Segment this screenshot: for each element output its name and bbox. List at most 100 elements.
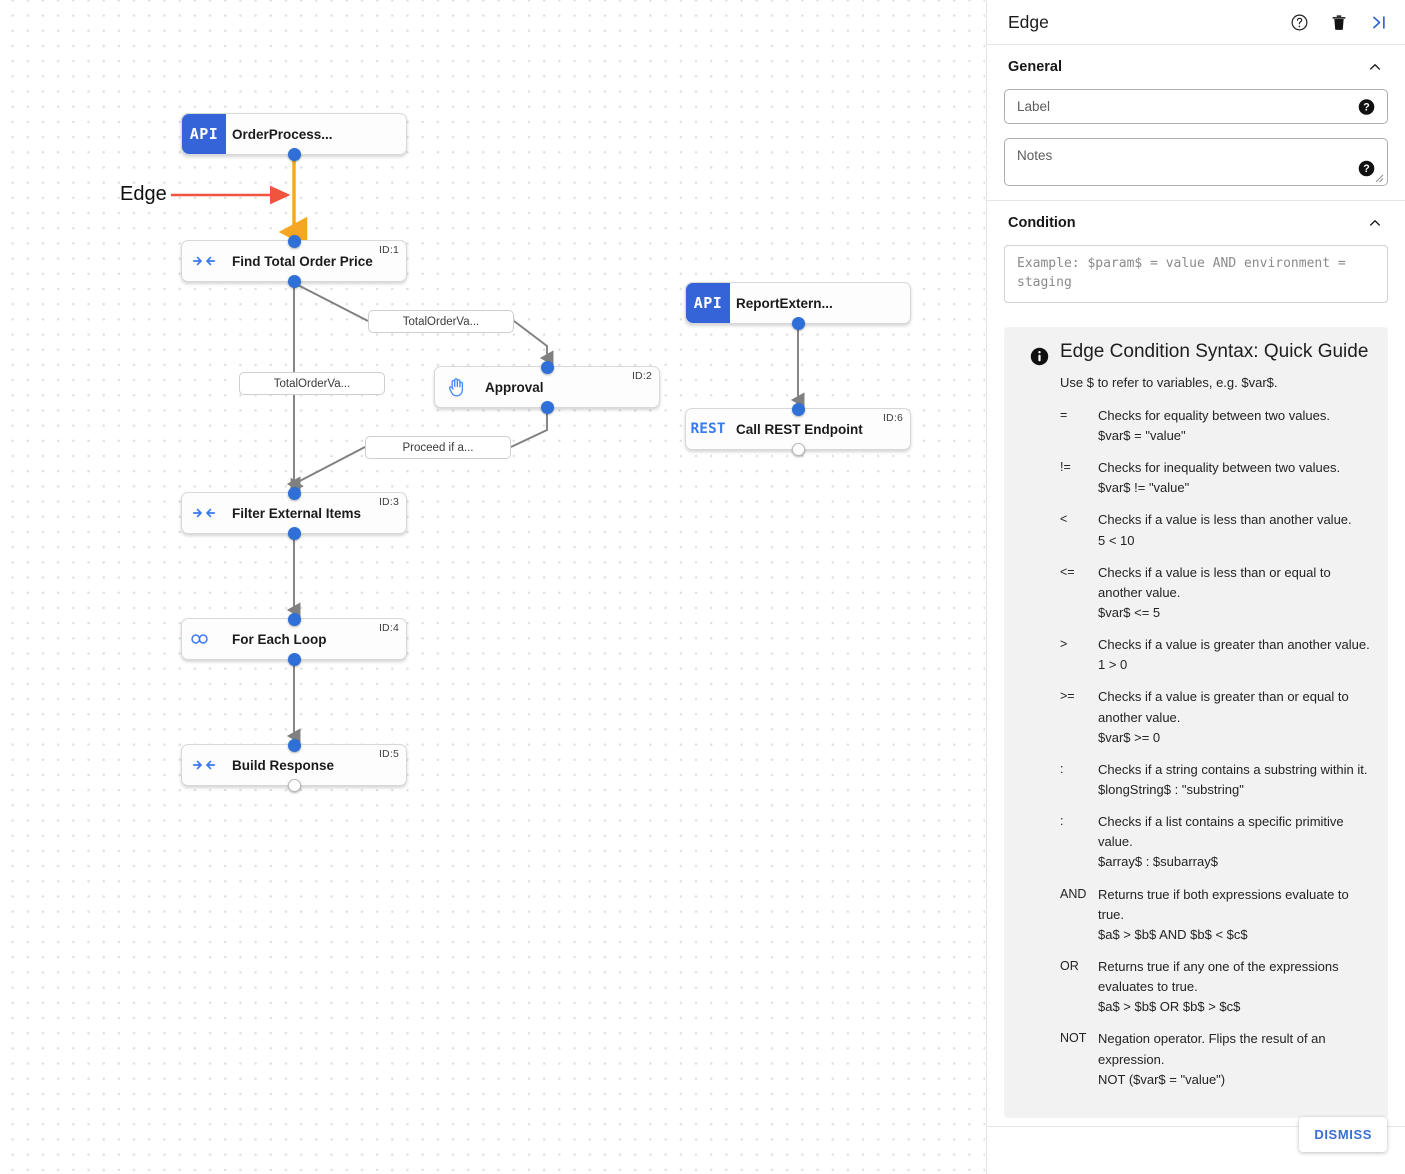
- operator-description: Returns true if both expressions evaluat…: [1098, 885, 1370, 945]
- edge-label-total-order-value-1[interactable]: TotalOrderVa...: [368, 310, 514, 333]
- operator-example: NOT ($var$ = "value"): [1098, 1071, 1226, 1087]
- node-port-top[interactable]: [540, 360, 554, 374]
- node-title: Approval: [485, 379, 544, 395]
- operator-symbol: NOT: [1060, 1031, 1087, 1046]
- node-port-bottom[interactable]: [791, 316, 805, 330]
- node-port-top[interactable]: [287, 738, 301, 752]
- node-port-top[interactable]: [287, 234, 301, 248]
- node-port-bottom[interactable]: [791, 442, 805, 456]
- node-id-label: ID:1: [378, 244, 399, 256]
- operator-example: $var$ != "value": [1098, 480, 1190, 496]
- section-general-header[interactable]: General: [1004, 45, 1388, 89]
- operator-symbol: >=: [1060, 689, 1075, 704]
- section-condition-title: Condition: [1008, 215, 1076, 231]
- operator-symbol: !=: [1060, 460, 1071, 475]
- operator-description: Negation operator. Flips the result of a…: [1098, 1029, 1370, 1089]
- dismiss-button[interactable]: DISMISS: [1299, 1117, 1387, 1152]
- node-title: Filter External Items: [232, 505, 362, 521]
- section-general: General Label ?: [987, 45, 1405, 186]
- operator-example: 1 > 0: [1098, 657, 1128, 673]
- node-title: Build Response: [232, 757, 335, 773]
- node-filter-external-items[interactable]: Filter External Items ID:3: [181, 486, 407, 540]
- hand-icon: [435, 367, 479, 407]
- operator-symbol: OR: [1060, 958, 1079, 973]
- node-title: OrderProcess...: [232, 126, 333, 142]
- operator-example: $longString$ : "substring": [1098, 782, 1244, 797]
- node-port-top[interactable]: [287, 612, 301, 626]
- section-divider: [987, 200, 1405, 201]
- section-condition-header[interactable]: Condition: [1004, 201, 1388, 245]
- operator-example: $var$ <= 5: [1098, 605, 1161, 621]
- node-port-bottom[interactable]: [287, 652, 301, 666]
- notes-field[interactable]: Notes ?: [1004, 138, 1388, 186]
- operator-symbol: >: [1060, 637, 1068, 652]
- chevron-up-icon-general[interactable]: [1366, 58, 1384, 76]
- operator-description: Returns true if any one of the expressio…: [1098, 957, 1370, 1017]
- operator-description: Checks if a value is less than another v…: [1098, 510, 1370, 550]
- operator-description: Checks if a string contains a substring …: [1098, 760, 1370, 800]
- operator-row: AND Returns true if both expressions eval…: [1060, 885, 1370, 945]
- operator-row: = Checks for equality between two values.…: [1060, 406, 1370, 446]
- operator-example: $var$ = "value": [1098, 428, 1186, 444]
- node-build-response[interactable]: Build Response ID:5: [181, 738, 407, 792]
- operator-description: Checks if a value is less than or equal …: [1098, 563, 1370, 623]
- node-port-bottom[interactable]: [287, 526, 301, 540]
- node-title: Find Total Order Price: [232, 253, 373, 269]
- operator-description: Checks for equality between two values.$…: [1098, 406, 1370, 446]
- operator-row: !=Checks for inequality between two valu…: [1060, 458, 1370, 498]
- notes-resize-handle[interactable]: [1374, 173, 1384, 183]
- node-port-bottom[interactable]: [540, 400, 554, 414]
- guide-subtitle: Use $ to refer to variables, e.g. $var$.: [1060, 374, 1278, 390]
- delete-icon[interactable]: [1329, 12, 1349, 32]
- edge-condition-guide: Edge Condition Syntax: Quick Guide Use $…: [1004, 327, 1388, 1118]
- operator-symbol: :: [1060, 814, 1064, 829]
- node-id-label: ID:2: [631, 370, 652, 382]
- condition-input[interactable]: Example: $param$ = value AND environment…: [1004, 245, 1388, 303]
- operator-description: Checks if a value is greater than or equ…: [1098, 687, 1370, 747]
- node-id-label: ID:3: [378, 496, 399, 508]
- operator-row: <Checks if a value is less than another …: [1060, 510, 1370, 550]
- collapse-panel-icon[interactable]: [1369, 12, 1389, 32]
- node-find-total-order-price[interactable]: Find Total Order Price ID:1: [181, 234, 407, 288]
- edge-label-proceed-if-approved[interactable]: Proceed if a...: [365, 436, 511, 459]
- node-id-label: ID:5: [378, 748, 399, 760]
- node-port-top[interactable]: [287, 486, 301, 500]
- edge-connections-layer: [171, 156, 805, 744]
- operator-description: Checks if a value is greater than anothe…: [1098, 635, 1370, 675]
- svg-text:?: ?: [1363, 101, 1369, 113]
- node-port-bottom[interactable]: [287, 274, 301, 288]
- operator-example: 5 < 10: [1098, 532, 1135, 548]
- operator-example: $var$ >= 0: [1098, 729, 1161, 745]
- operator-symbol: AND: [1060, 886, 1087, 901]
- node-title: ReportExtern...: [736, 295, 833, 311]
- label-help-icon[interactable]: ?: [1358, 98, 1375, 115]
- notes-field-placeholder: Notes: [1017, 148, 1053, 163]
- chevron-up-icon-condition[interactable]: [1366, 214, 1384, 232]
- edge-label-total-order-value-2[interactable]: TotalOrderVa...: [239, 372, 385, 395]
- section-general-title: General: [1008, 59, 1062, 75]
- node-approval[interactable]: Approval ID:2: [434, 360, 660, 414]
- label-field[interactable]: Label ?: [1004, 89, 1388, 124]
- section-condition: Condition Example: $param$ = value AND e…: [987, 201, 1405, 1118]
- node-port-bottom[interactable]: [287, 778, 301, 792]
- operator-symbol: :: [1060, 761, 1064, 776]
- notes-help-icon[interactable]: ?: [1358, 160, 1375, 177]
- info-icon: [1018, 342, 1060, 1102]
- node-port-bottom[interactable]: [287, 147, 301, 161]
- infinity-icon: [182, 619, 226, 659]
- operator-symbol: <=: [1060, 564, 1075, 579]
- help-icon[interactable]: [1289, 12, 1309, 32]
- operator-example: $a$ > $b$ OR $b$ > $c$: [1098, 999, 1241, 1015]
- guide-title: Edge Condition Syntax: Quick Guide: [1060, 341, 1369, 362]
- operator-example: $a$ > $b$ AND $b$ < $c$: [1098, 926, 1248, 942]
- operator-row: > Checks if a value is greater than anoth…: [1060, 635, 1370, 675]
- operator-description: Checks if a list contains a specific pri…: [1098, 812, 1370, 872]
- operator-symbol: =: [1060, 407, 1068, 422]
- node-port-top[interactable]: [791, 402, 805, 416]
- node-id-label: ID:4: [378, 622, 399, 634]
